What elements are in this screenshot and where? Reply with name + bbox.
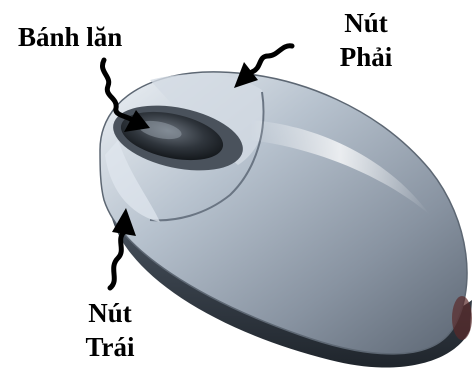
label-right-button-line2: Phải — [322, 40, 410, 74]
label-right-button-line1: Nút — [322, 6, 410, 40]
label-wheel: Bánh lăn — [18, 20, 122, 54]
label-left-button: Nút Trái — [66, 296, 154, 364]
label-right-button: Nút Phải — [322, 6, 410, 74]
label-left-button-line2: Trái — [66, 330, 154, 364]
arrow-right-button — [252, 46, 292, 72]
mouse-tail-light — [452, 296, 472, 340]
label-left-button-line1: Nút — [66, 296, 154, 330]
label-wheel-text: Bánh lăn — [18, 22, 122, 52]
arrow-left-button — [110, 232, 124, 288]
